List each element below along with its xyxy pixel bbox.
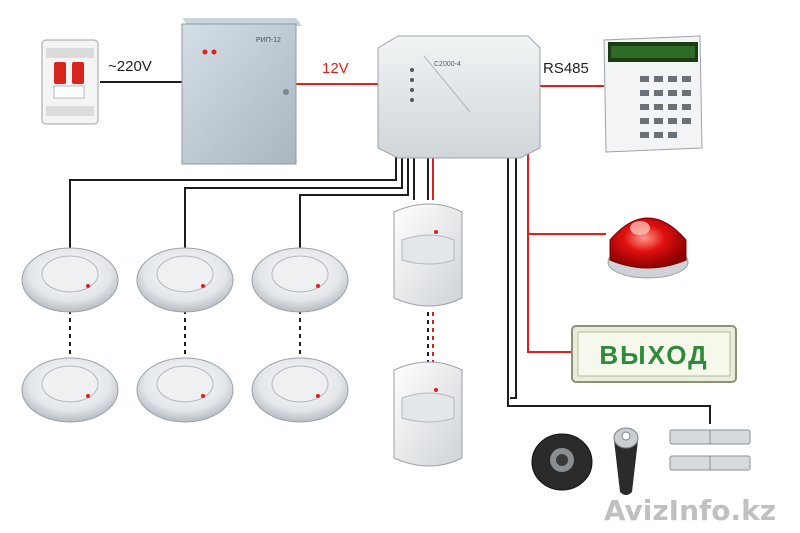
loop-wire-2 xyxy=(184,155,403,248)
breaker-handle-left xyxy=(54,62,66,84)
wiring xyxy=(69,81,711,424)
circuit-breaker xyxy=(41,39,99,125)
controller-led-2 xyxy=(410,78,414,82)
key-fob xyxy=(613,427,639,495)
keypad-panel xyxy=(603,35,703,153)
siren-wire xyxy=(527,150,606,235)
rs485-label: RS485 xyxy=(543,60,589,77)
motion-sensor xyxy=(393,361,463,467)
power-supply-mark: РИП-12 xyxy=(256,37,281,44)
keypad-buttons xyxy=(640,76,691,138)
smoke-detector xyxy=(251,247,349,313)
loop-wire-3 xyxy=(299,155,409,248)
smoke-detector xyxy=(136,247,234,313)
ac-voltage-label: ~220V xyxy=(108,58,152,75)
motion-sensor xyxy=(393,203,463,307)
door-contact-wire-2 xyxy=(510,152,517,399)
power-indicator-1 xyxy=(202,49,208,55)
controller-led-4 xyxy=(410,98,414,102)
exit-sign-text: ВЫХОД xyxy=(599,340,708,370)
door-contact xyxy=(669,455,751,471)
breaker-handle-right xyxy=(72,62,84,84)
siren xyxy=(607,217,689,279)
lock-icon xyxy=(283,89,289,95)
power-indicator-2 xyxy=(211,49,217,55)
smoke-detector xyxy=(251,357,349,423)
dc-voltage-label: 12V xyxy=(322,60,349,77)
access-wire xyxy=(507,152,711,424)
door-contact xyxy=(669,429,751,445)
smoke-detector xyxy=(21,357,119,423)
power-supply-box: РИП-12 xyxy=(181,18,302,165)
controller-led-1 xyxy=(410,68,414,72)
access-reader xyxy=(531,433,593,491)
controller-led-3 xyxy=(410,88,414,92)
exit-sign: ВЫХОД xyxy=(571,325,737,383)
controller-mark: С2000-4 xyxy=(434,61,461,68)
smoke-detector xyxy=(21,247,119,313)
exit-sign-wire xyxy=(527,234,572,353)
controller-box: С2000-4 xyxy=(377,35,541,159)
loop-wire-1 xyxy=(69,155,397,248)
watermark-text: AvizInfo.kz xyxy=(604,494,776,527)
smoke-detector xyxy=(136,357,234,423)
